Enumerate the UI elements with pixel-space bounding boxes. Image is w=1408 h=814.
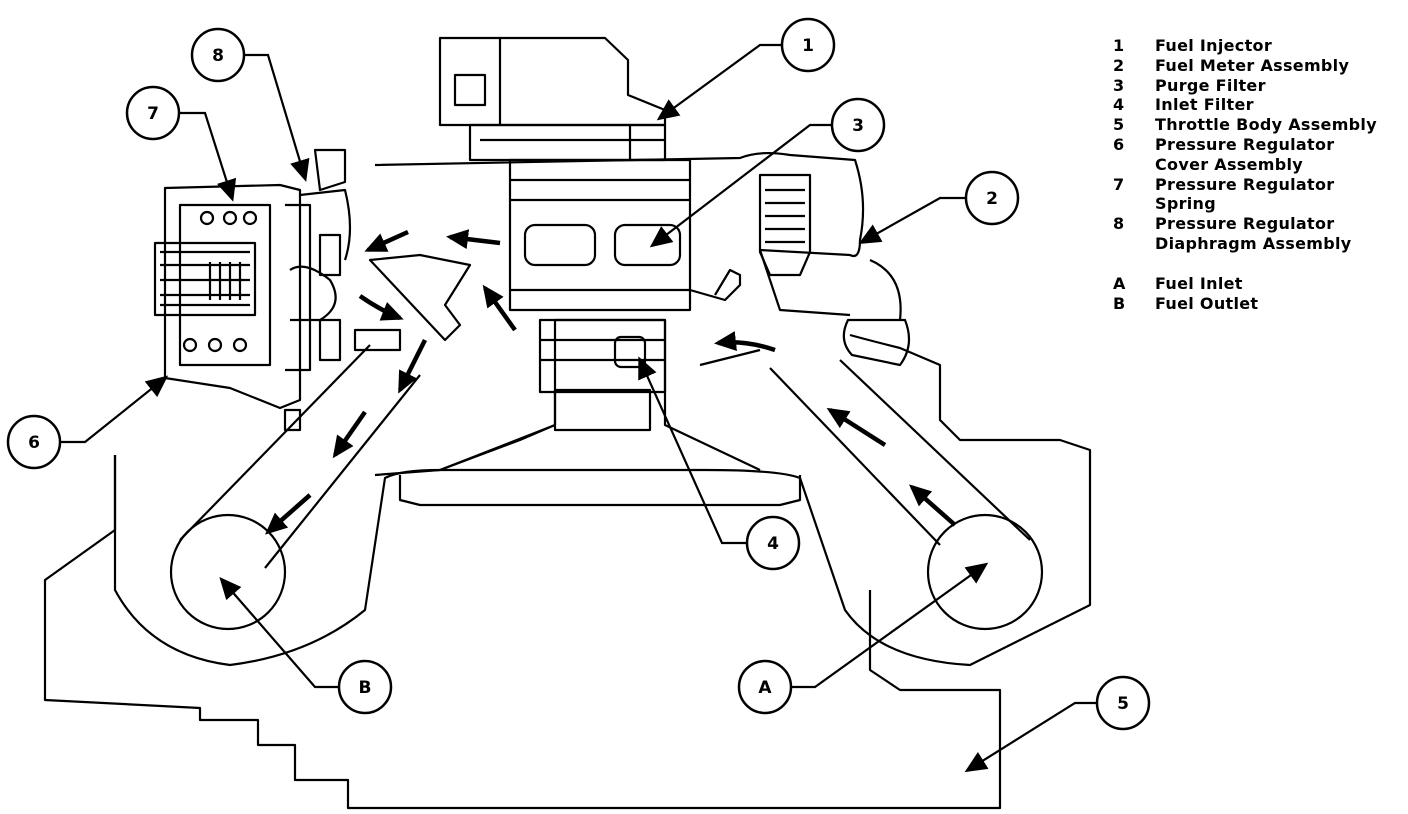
callout-8: 8 — [190, 27, 246, 83]
legend-spacer — [1113, 254, 1403, 274]
callout-4: 4 — [745, 515, 801, 571]
purge-filter — [758, 173, 812, 277]
throttle-body-outline — [113, 333, 1092, 667]
svg-text:5: 5 — [1117, 694, 1129, 714]
svg-text:4: 4 — [767, 534, 779, 554]
callout-7: 7 — [125, 85, 181, 141]
callout-6: 6 — [6, 414, 62, 470]
callout-a: A — [737, 659, 793, 715]
callout-1: 1 — [780, 17, 836, 73]
svg-text:B: B — [359, 678, 372, 698]
svg-text:2: 2 — [986, 189, 998, 209]
port-b-outlet — [169, 513, 287, 631]
svg-text:1: 1 — [802, 36, 814, 56]
fuel-injector — [438, 36, 667, 127]
callout-b: B — [337, 659, 393, 715]
svg-text:6: 6 — [28, 433, 40, 453]
port-a-inlet — [926, 513, 1044, 631]
callout-2: 2 — [964, 170, 1020, 226]
svg-text:8: 8 — [212, 46, 224, 66]
svg-text:7: 7 — [147, 104, 159, 124]
pressure-regulator — [163, 183, 302, 410]
callout-3: 3 — [830, 97, 886, 153]
svg-text:3: 3 — [852, 116, 864, 136]
callout-5: 5 — [1095, 675, 1151, 731]
svg-text:A: A — [758, 678, 772, 698]
